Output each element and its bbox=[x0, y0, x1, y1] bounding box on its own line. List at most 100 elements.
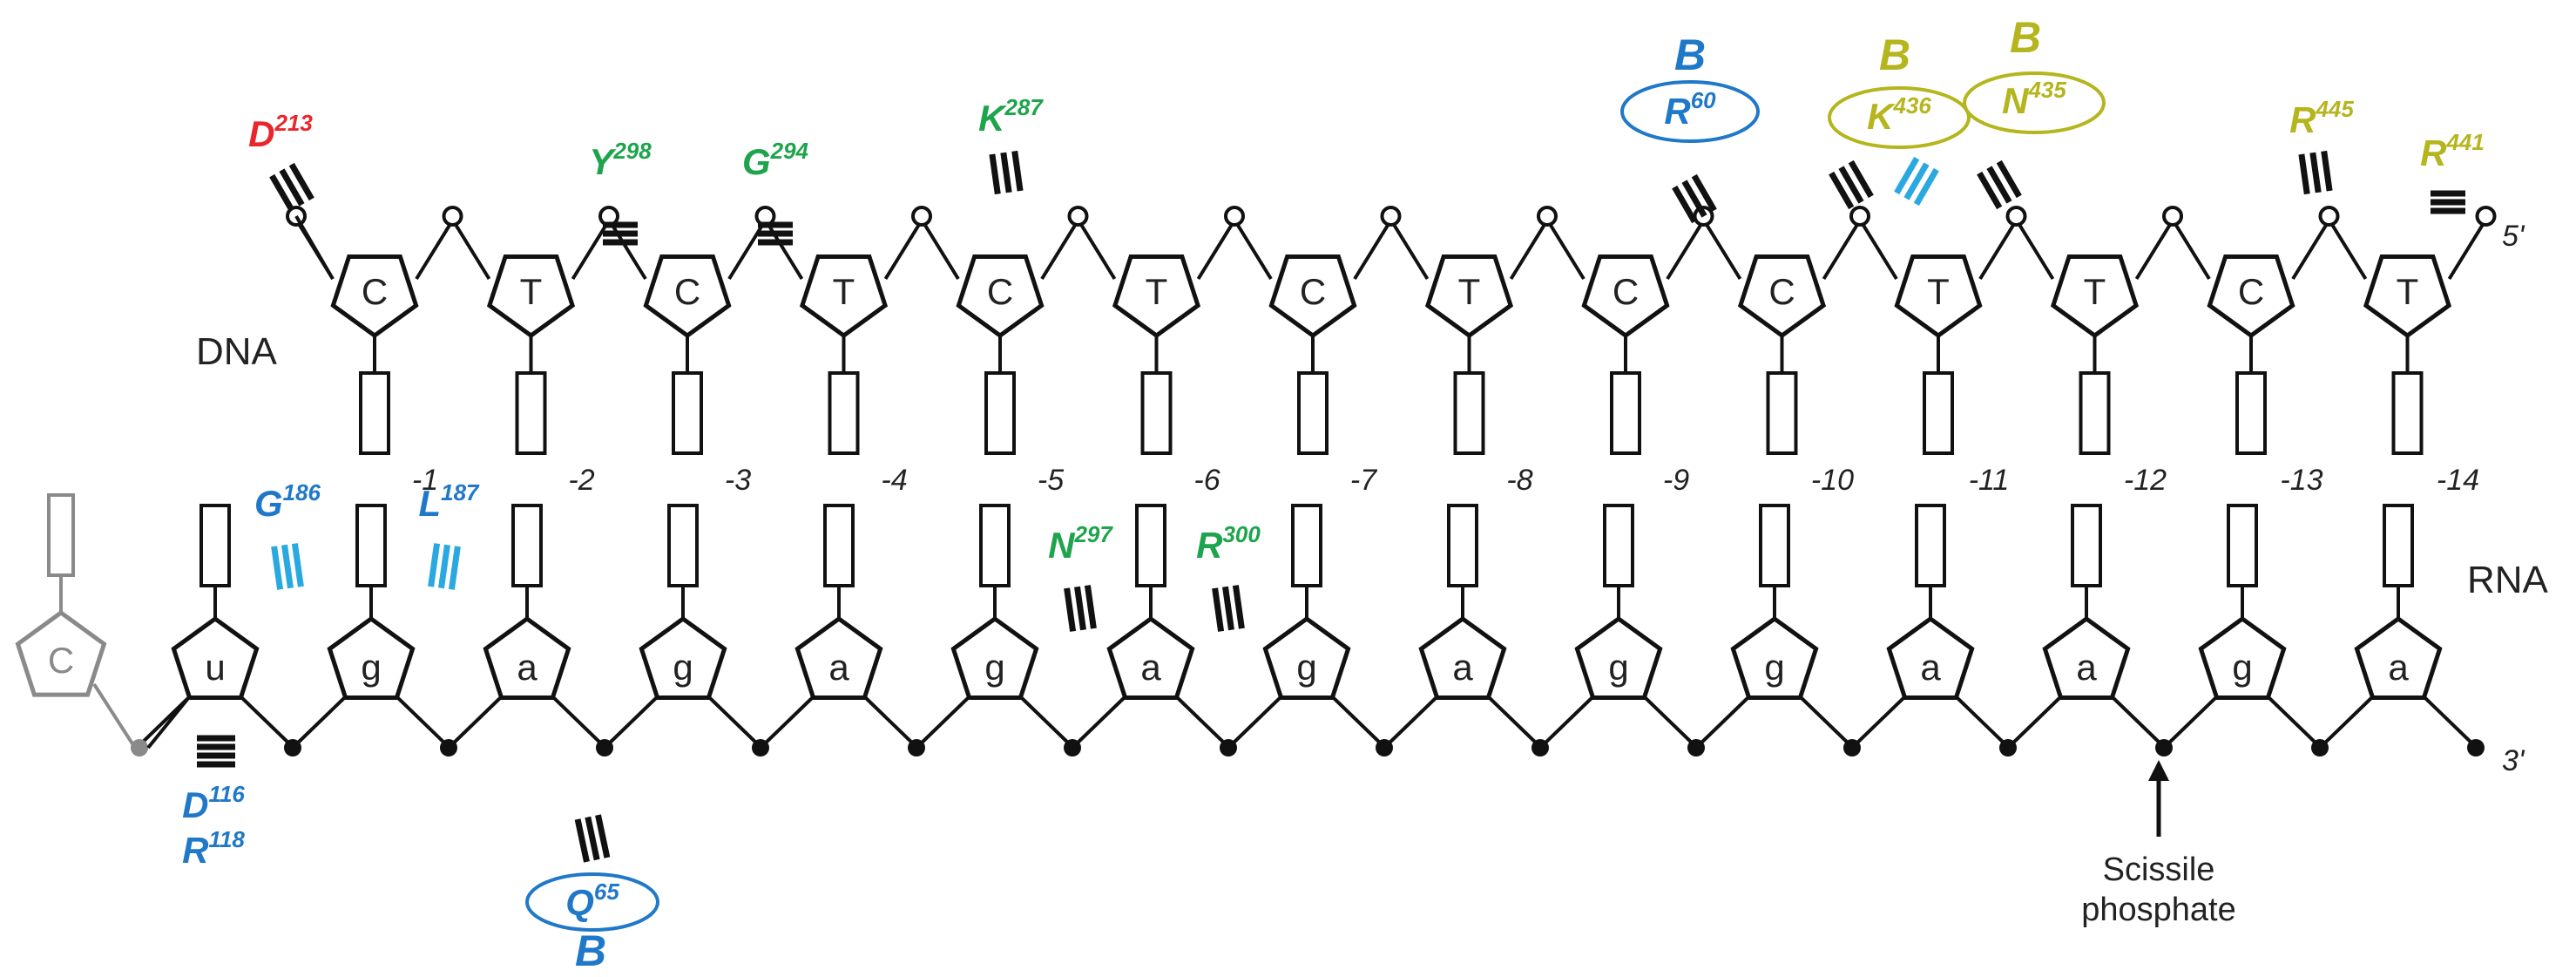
dna-phosphate bbox=[1849, 206, 1870, 227]
dna-sugar bbox=[799, 254, 889, 339]
rna-extra-nucleotide: C bbox=[15, 493, 191, 756]
residue-label-9: G186 bbox=[254, 479, 321, 524]
dna-base-rect bbox=[2235, 371, 2267, 455]
position-label: -4 bbox=[881, 464, 907, 497]
position-label: -1 bbox=[412, 464, 438, 497]
rna-base-letter: g bbox=[673, 647, 693, 688]
rna-base-rect bbox=[1135, 504, 1166, 587]
rna-sugar bbox=[2042, 615, 2131, 700]
dna-base-rect bbox=[984, 371, 1016, 455]
dna-base-rect bbox=[1297, 371, 1329, 455]
dna-nucleotide-8: T-8 bbox=[1389, 218, 1550, 497]
dna-base-rect bbox=[1766, 371, 1798, 455]
dna-phosphate bbox=[1067, 206, 1089, 227]
extra-base-rect bbox=[47, 493, 75, 577]
dna-phosphate bbox=[2005, 206, 2027, 227]
dna-base-rect bbox=[359, 371, 390, 455]
dna-sugar bbox=[1894, 254, 1983, 339]
rna-base-rect bbox=[355, 504, 387, 587]
dna-nucleotide-7: C-7 bbox=[1233, 218, 1393, 497]
dna-sugar bbox=[2050, 254, 2140, 339]
q65-circle bbox=[525, 872, 659, 932]
dna-sugar bbox=[2363, 254, 2452, 339]
dna-nucleotide-12: T-12 bbox=[2014, 218, 2175, 497]
dna-phosphate bbox=[2162, 206, 2183, 227]
dna-base-rect bbox=[1140, 371, 1173, 455]
rna-label: RNA bbox=[2467, 559, 2549, 601]
dna-sugar bbox=[486, 254, 576, 339]
scissile-arrowhead bbox=[2148, 760, 2169, 781]
rna-sugar bbox=[1574, 615, 1663, 700]
contact-r445 bbox=[2298, 150, 2333, 195]
r60-circle bbox=[1620, 80, 1760, 143]
position-label: -14 bbox=[2437, 464, 2479, 497]
dna-base-letter: C bbox=[1613, 271, 1639, 312]
dna-base-rect bbox=[1610, 371, 1641, 455]
rna-phosphate bbox=[2155, 739, 2173, 756]
residue-label-13: D116 bbox=[182, 781, 245, 825]
rna-base-letter: a bbox=[517, 647, 538, 688]
contact-r300 bbox=[1212, 585, 1245, 632]
dna-strand: C-1T-2C-3T-4C-5T-6C-7T-8C-9C-10T-11T-12C… bbox=[286, 206, 2497, 497]
rna-base-rect bbox=[2383, 504, 2414, 587]
dna-base-letter: T bbox=[2084, 271, 2106, 312]
residue-label-14: R118 bbox=[182, 826, 245, 871]
rna-base-letter: a bbox=[1920, 647, 1941, 688]
three-prime-label: 3' bbox=[2502, 744, 2525, 777]
dna-phosphate bbox=[1380, 206, 1402, 227]
rna-base-letter: a bbox=[2076, 647, 2097, 688]
rna-phosphate bbox=[284, 739, 301, 756]
extra-phosphate bbox=[131, 739, 148, 756]
b-label-r60: B bbox=[1674, 31, 1706, 79]
b-label-n435: B bbox=[2010, 13, 2041, 62]
position-label: -2 bbox=[568, 464, 594, 497]
rna-phosphate bbox=[596, 739, 613, 756]
dna-start-link bbox=[294, 214, 335, 281]
rna-base-rect bbox=[1759, 504, 1790, 587]
rna-base-rect bbox=[511, 504, 543, 587]
rna-base-rect bbox=[199, 504, 231, 587]
rna-base-rect bbox=[1603, 504, 1634, 587]
position-label: -7 bbox=[1350, 464, 1377, 497]
rna-nucleotide-2: g bbox=[291, 504, 451, 750]
dna-sugar bbox=[643, 254, 732, 339]
position-label: -5 bbox=[1038, 464, 1064, 497]
dna-base-letter: T bbox=[1146, 271, 1168, 312]
rna-base-letter: g bbox=[1764, 647, 1784, 688]
rna-sugar bbox=[950, 615, 1039, 700]
rna-nucleotide-12: a bbox=[1850, 504, 2011, 750]
dna-base-letter: C bbox=[1768, 271, 1795, 312]
rna-base-letter: a bbox=[828, 647, 849, 688]
k436-circle bbox=[1828, 86, 1971, 149]
residue-label-3: K287 bbox=[978, 94, 1044, 139]
dna-base-letter: T bbox=[833, 271, 855, 312]
dna-base-letter: C bbox=[362, 271, 388, 312]
dna-sugar bbox=[1737, 254, 1827, 339]
scissile-label-line2: phosphate bbox=[2081, 892, 2236, 928]
rna-base-letter: a bbox=[2388, 647, 2409, 688]
rna-phosphate bbox=[1843, 739, 1861, 756]
position-label: -10 bbox=[1811, 464, 1854, 497]
residue-label-6: N435 bbox=[2002, 77, 2066, 121]
rna-sugar bbox=[1262, 615, 1351, 700]
residue-label-15: Q65 bbox=[565, 879, 619, 924]
position-label: -13 bbox=[2280, 464, 2322, 497]
position-label: -9 bbox=[1663, 464, 1689, 497]
dna-base-letter: T bbox=[2397, 271, 2419, 312]
rna-phosphate bbox=[752, 739, 769, 756]
extra-sugar bbox=[15, 609, 107, 697]
contact-g294 bbox=[758, 221, 793, 246]
contact-q65 bbox=[574, 814, 611, 863]
b-label-k436: B bbox=[1879, 31, 1910, 79]
rna-nucleotide-15: a bbox=[2318, 504, 2478, 750]
position-label: -11 bbox=[1969, 464, 2010, 497]
rna-sugar bbox=[639, 615, 727, 700]
residue-label-1: Y298 bbox=[589, 138, 652, 182]
contact-l187 bbox=[428, 543, 461, 590]
dna-base-letter: T bbox=[520, 271, 543, 312]
position-label: -3 bbox=[725, 464, 751, 497]
rna-nucleotide-8: g bbox=[1227, 504, 1387, 750]
residue-label-10: L187 bbox=[418, 479, 480, 524]
residue-label-8: R441 bbox=[2420, 129, 2485, 173]
dna-label: DNA bbox=[196, 330, 278, 373]
